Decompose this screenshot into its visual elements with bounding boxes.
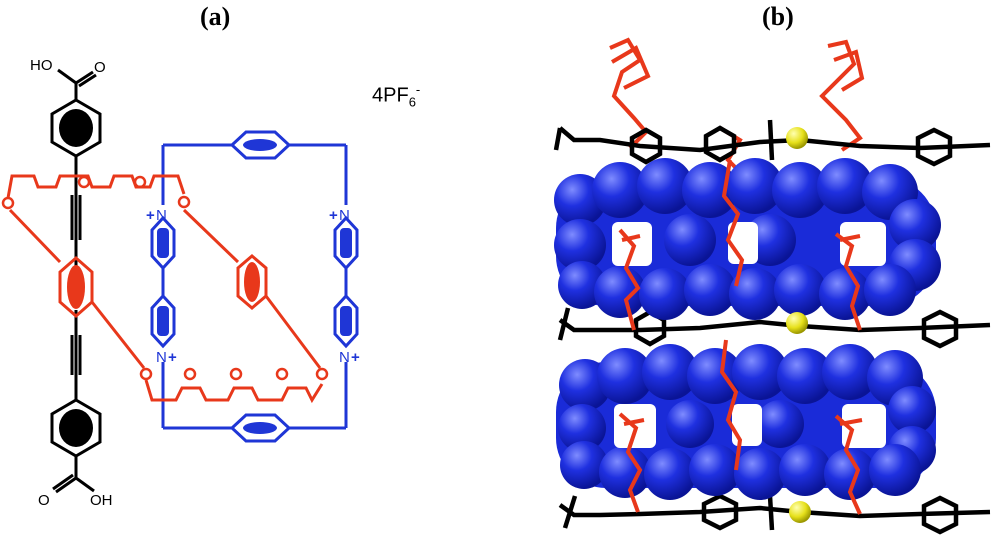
crown-ring-fill-left: [67, 265, 85, 309]
nitrogen-right-bottom: N: [339, 349, 350, 366]
cyclophane-fill: [157, 139, 352, 434]
crown-ether-red: [6, 174, 324, 404]
cyclophane-blue: [150, 130, 359, 443]
nitrogen-left-bottom: N: [156, 349, 167, 366]
carboxyl-bottom-oxygen: O: [38, 492, 50, 509]
yellow-atom-top: [786, 127, 808, 149]
bottom-phenyl-fill: [59, 409, 93, 447]
carboxyl-bottom-text: OH: [90, 492, 113, 509]
plus-left-bottom: +: [168, 349, 177, 366]
plus-right-top: +: [329, 207, 338, 224]
crown-ring-fill-right: [244, 262, 260, 302]
cyclophane-spheres-lower: [556, 344, 936, 500]
panel-a-structure: HO O O OH: [1, 57, 360, 509]
panel-label-b: (b): [762, 2, 794, 31]
crown-oxygens: [1, 175, 329, 381]
nitrogen-right-top: N: [339, 207, 350, 224]
carboxyl-top-oxygen: O: [94, 59, 106, 76]
counter-ion-label: 4PF6-: [372, 82, 421, 110]
red-fragments-middle: [618, 159, 863, 515]
panel-b-crystal: [553, 37, 991, 535]
plus-left-top: +: [146, 207, 155, 224]
axle-layers: [553, 119, 991, 535]
yellow-atom-middle: [786, 312, 808, 334]
yellow-atom-bottom: [789, 501, 811, 523]
carboxyl-top-text: HO: [30, 57, 53, 74]
plus-right-bottom: +: [351, 349, 360, 366]
nitrogen-left-top: N: [156, 207, 167, 224]
panel-label-a: (a): [200, 2, 231, 31]
top-phenyl-fill: [59, 109, 93, 147]
